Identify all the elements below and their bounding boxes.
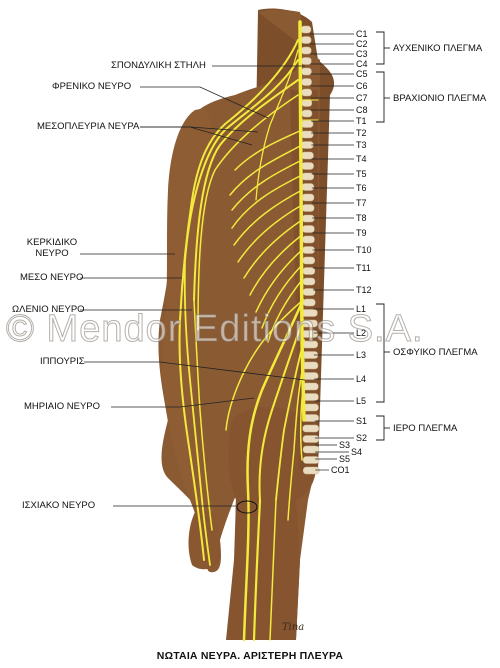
label-femoral-nerve: ΜΗΡΙΑΙΟ ΝΕΥΡΟ (24, 401, 101, 412)
segment-T2: T2 (356, 128, 367, 138)
segment-L3: L3 (356, 350, 367, 360)
segment-C6: C6 (356, 81, 368, 91)
vertebra (302, 277, 316, 286)
segment-T8: T8 (356, 213, 367, 223)
segment-C1: C1 (356, 29, 368, 39)
vertebra (302, 456, 320, 464)
segment-C4: C4 (356, 59, 368, 69)
label-phrenic-nerve: ΦΡΕΝΙΚΟ ΝΕΥΡΟ (52, 81, 132, 92)
vertebra (301, 99, 313, 107)
plexus-brackets (376, 31, 390, 441)
segment-C5: C5 (356, 69, 368, 79)
vertebra (302, 435, 320, 443)
vertebra (302, 225, 315, 233)
label-cauda-equina: ΙΠΠΟΥΡΙΣ (40, 356, 85, 367)
label-sciatic-nerve: ΙΣΧΙΑΚΟ ΝΕΥΡΟ (22, 500, 96, 511)
segment-C8: C8 (356, 105, 368, 115)
segment-C2: C2 (356, 39, 368, 49)
leader-lines-segments (310, 33, 354, 471)
label-radial-nerve-line2: ΝΕΥΡΟ (35, 248, 69, 259)
vertebra (301, 204, 315, 212)
vertebra (302, 445, 320, 454)
segment-T5: T5 (356, 169, 367, 179)
segment-C3: C3 (356, 49, 368, 59)
vertebra (302, 235, 315, 244)
segment-S2: S2 (356, 433, 368, 443)
segment-T12: T12 (356, 285, 372, 295)
sciatic-marker-ellipse (236, 500, 258, 514)
label-sacral-plexus: ΙΕΡΟ ΠΛΕΓΜΑ (393, 423, 458, 434)
segment-CO1: CO1 (331, 465, 350, 475)
leader-lines-left (80, 65, 306, 507)
segment-S5: S5 (339, 454, 351, 464)
label-lumbar-plexus: ΟΣΦΥΙΚΟ ΠΛΕΓΜΑ (393, 347, 478, 358)
segment-L5: L5 (356, 396, 367, 406)
vertebra (301, 67, 312, 76)
segment-L2: L2 (356, 328, 367, 338)
vertebra (301, 151, 314, 160)
segment-S3: S3 (339, 440, 351, 450)
figure-title: ΝΩΤΑΙΑ ΝΕΥΡΑ. ΑΡΙΣΤΕΡΗ ΠΛΕΥΡΑ (156, 650, 344, 662)
segment-S4: S4 (351, 447, 363, 457)
label-brachial-plexus: ΒΡΑΧΙΟΝΙΟ ΠΛΕΓΜΑ (393, 93, 487, 104)
vertebra (302, 424, 319, 433)
segment-T9: T9 (356, 228, 367, 238)
label-intercostal-nerves: ΜΕΣΟΠΛΕΥΡΙΑ ΝΕΥΡΑ (37, 121, 140, 132)
segment-T11: T11 (356, 263, 371, 273)
label-radial-nerve: ΚΕΡΚΙΔΙΚΟ ΝΕΥΡΟ (22, 237, 82, 259)
vertebra (301, 214, 315, 223)
segment-T1: T1 (356, 116, 367, 126)
segment-C7: C7 (356, 93, 368, 103)
nerve-network (178, 20, 319, 642)
label-spinal-column: ΣΠΟΝΔΥΛΙΚΗ ΣΤΗΛΗ (111, 60, 206, 71)
vertebra (300, 36, 312, 44)
artist-signature: Tina (282, 622, 305, 633)
vertebra (300, 130, 314, 139)
segment-T4: T4 (356, 154, 367, 164)
vertebra (301, 183, 315, 191)
vertebra (301, 162, 314, 170)
segment-L1: L1 (356, 304, 367, 314)
segment-T10: T10 (356, 245, 372, 255)
vertebra (300, 120, 314, 128)
segment-T3: T3 (356, 140, 367, 150)
vertebra (300, 46, 312, 55)
label-radial-nerve-line1: ΚΕΡΚΙΔΙΚΟ (26, 237, 78, 248)
copyright-watermark: © Mendor Editions S.A. (6, 308, 424, 351)
vertebra (301, 193, 315, 202)
segment-L4: L4 (356, 374, 367, 384)
vertebra (301, 78, 312, 86)
segment-T7: T7 (356, 198, 367, 208)
label-median-nerve: ΜΕΣΟ ΝΕΥΡΟ (20, 272, 84, 283)
vertebra (302, 267, 316, 275)
vertebra (302, 288, 316, 296)
vertebra (301, 109, 313, 118)
vertebra (301, 57, 312, 65)
segment-S1: S1 (356, 416, 368, 426)
vertebra (302, 298, 316, 307)
vertebra (302, 466, 320, 475)
segment-T6: T6 (356, 183, 367, 193)
vertebra (300, 25, 312, 34)
label-cervical-plexus: ΑΥΧΕΝΙΚΟ ΠΛΕΓΜΑ (393, 43, 483, 54)
vertebra (301, 88, 312, 97)
label-ulnar-nerve: ΩΛΕΝΙΟ ΝΕΥΡΟ (12, 304, 85, 315)
vertebra (302, 256, 315, 265)
